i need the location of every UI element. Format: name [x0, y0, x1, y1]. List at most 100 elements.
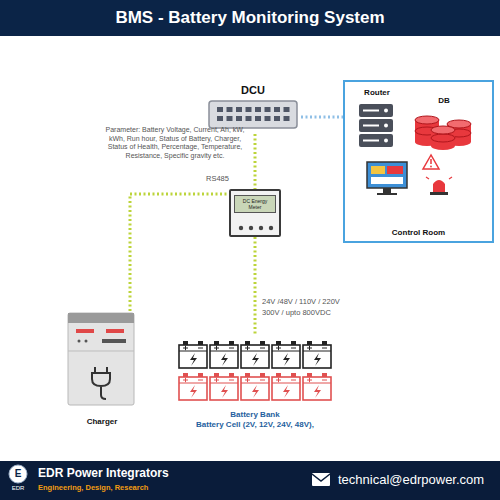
art-shape	[291, 348, 296, 349]
art-shape	[210, 383, 238, 384]
art-shape	[102, 339, 126, 343]
art-shape	[384, 139, 388, 143]
art-shape	[383, 188, 391, 193]
node-label: Battery Cell (2V, 12V, 24V, 48V),	[196, 420, 314, 430]
art-shape	[185, 378, 186, 382]
text-label: EDR Power Integrators	[38, 466, 238, 480]
label-holder: E	[10, 468, 26, 480]
title-holder: BMS - Battery Monitoring System	[0, 0, 500, 36]
art-shape	[216, 378, 217, 382]
art-shape	[371, 177, 403, 184]
art-shape	[367, 162, 407, 188]
art-shape	[179, 377, 207, 400]
label-holder: Engineering, Design, Research	[38, 483, 238, 492]
art-shape	[217, 116, 223, 121]
art-shape	[106, 329, 124, 333]
title: BMS - Battery Monitoring System	[0, 0, 500, 36]
art-shape	[384, 124, 388, 128]
art-shape	[246, 107, 252, 112]
art-shape	[430, 166, 432, 168]
art-shape	[227, 107, 233, 112]
art-shape	[384, 109, 388, 113]
art-shape	[430, 192, 448, 195]
art-shape	[363, 110, 379, 112]
node-label: Battery Bank	[230, 410, 279, 420]
art-shape	[78, 340, 81, 343]
footer-bar	[0, 461, 500, 500]
database-cylinders	[407, 106, 481, 152]
art-shape	[433, 180, 445, 192]
art-shape	[239, 226, 243, 230]
title-bar	[0, 0, 500, 36]
art-shape	[68, 313, 134, 323]
art-shape	[423, 155, 439, 169]
art-shape	[241, 351, 269, 352]
art-shape	[449, 177, 452, 179]
dotted-connector	[254, 134, 257, 189]
art-shape	[255, 107, 261, 112]
art-shape	[265, 107, 271, 112]
art-shape	[229, 348, 234, 349]
meter-buttons	[233, 224, 279, 232]
art-shape	[255, 116, 261, 121]
art-shape	[247, 378, 248, 382]
art-shape	[185, 346, 186, 350]
node-label: Control Room	[392, 228, 445, 238]
art-shape	[236, 107, 242, 112]
art-shape	[426, 177, 429, 179]
node-label: Router	[355, 88, 399, 98]
dotted-connector	[254, 237, 257, 336]
art-shape	[210, 377, 238, 400]
art-shape	[179, 351, 207, 352]
art-shape	[92, 367, 110, 399]
text-label: Parameter: Battery Voltage, Current, Ah,…	[100, 126, 250, 160]
dotted-connector	[301, 116, 343, 119]
art-shape	[190, 353, 197, 366]
art-shape	[210, 351, 238, 352]
art-shape	[221, 385, 228, 398]
art-shape	[179, 383, 207, 384]
envelope-icon	[312, 473, 330, 486]
art-shape	[431, 134, 455, 142]
logo-circle	[9, 465, 27, 483]
art-shape	[278, 346, 279, 350]
label-holder: Parameter: Battery Voltage, Current, Ah,…	[100, 126, 250, 160]
art-shape	[247, 346, 248, 350]
art-shape	[241, 345, 269, 368]
art-shape	[216, 346, 217, 350]
art-shape	[246, 116, 252, 121]
art-shape	[363, 140, 379, 142]
art-shape	[309, 346, 310, 350]
art-shape	[198, 348, 203, 349]
router-icon: Router	[355, 88, 399, 152]
art-shape	[303, 377, 331, 400]
art-shape	[252, 353, 259, 366]
art-shape	[241, 377, 269, 400]
edge-label: RS485	[206, 173, 246, 184]
node-label: Charger	[87, 417, 118, 427]
art-shape	[272, 345, 300, 368]
art-shape	[371, 166, 385, 174]
text-label: EDR	[4, 485, 32, 492]
art-shape	[274, 107, 280, 112]
art-shape	[227, 116, 233, 121]
art-shape	[190, 385, 197, 398]
database-icon: DB	[407, 96, 481, 152]
art-shape	[283, 353, 290, 366]
art-shape	[291, 380, 296, 381]
art-shape	[260, 380, 265, 381]
art-shape	[269, 226, 273, 230]
edge-label: 24V /48V / 110V / 220V 300V / upto 800VD…	[262, 296, 354, 318]
art-shape	[241, 383, 269, 384]
text-label: Engineering, Design, Research	[38, 483, 238, 492]
node-label: DB	[407, 96, 481, 106]
server-stack	[355, 102, 399, 152]
art-shape	[359, 104, 393, 117]
art-shape	[210, 345, 238, 368]
art-shape	[283, 385, 290, 398]
art-shape	[265, 116, 271, 121]
art-shape	[272, 383, 300, 384]
text-label: E	[10, 468, 26, 480]
art-shape	[303, 383, 331, 384]
art-shape	[85, 340, 88, 343]
